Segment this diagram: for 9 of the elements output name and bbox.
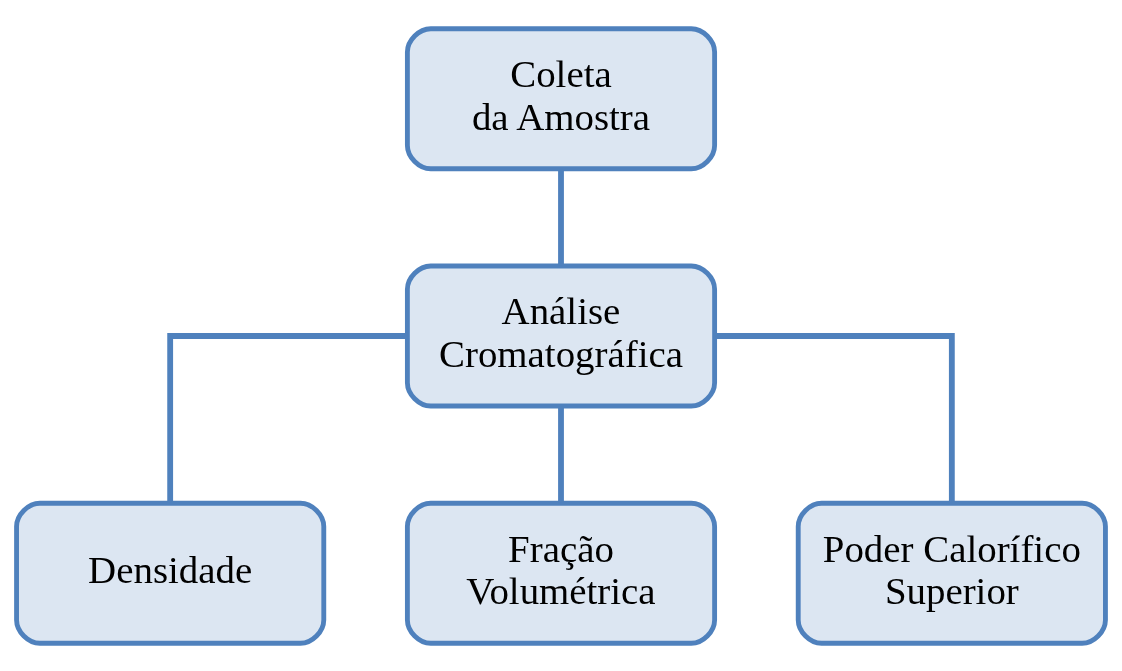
connector [558,168,564,265]
node-box: Poder Calorífico Superior [795,500,1108,646]
connector [714,332,955,503]
node-box: Fração Volumétrica [404,500,718,646]
connector [167,332,408,503]
node-box: Análise Cromatográfica [404,263,718,408]
node-box: Coleta da Amostra [404,25,718,171]
connector [558,406,564,503]
node-box: Densidade [14,500,327,646]
